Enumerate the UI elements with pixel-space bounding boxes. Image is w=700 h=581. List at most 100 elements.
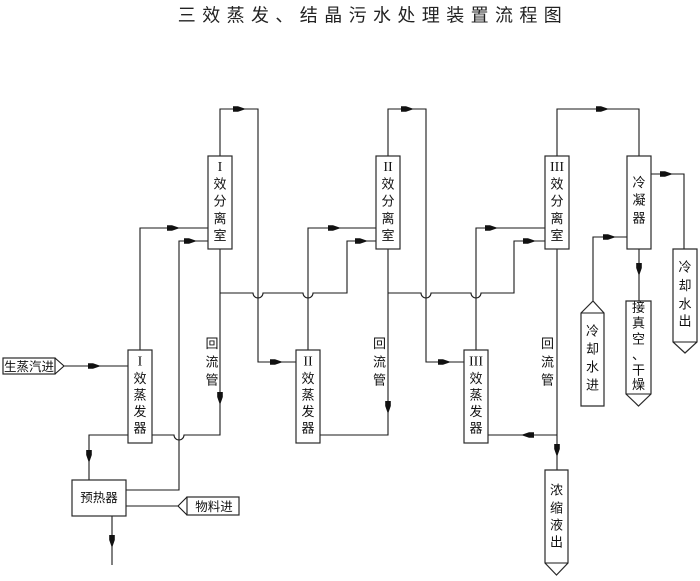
cooling-water-inlet-label-line: 却 <box>586 343 599 358</box>
concentrate-outlet-label-line: 出 <box>550 536 563 551</box>
concentrate-outlet-label-line: 浓 <box>550 484 563 499</box>
separator-label-line: 效 <box>550 178 563 193</box>
feed-inlet-box <box>186 496 240 516</box>
reflux-label-line: 流 <box>373 356 386 371</box>
flow-arrow-icon <box>109 535 115 548</box>
preheater: 预热器 <box>71 479 127 517</box>
flow-arrow-icon <box>385 401 391 414</box>
separator-3: III 效 分 离 室 <box>544 155 570 250</box>
flow-arrow-icon <box>438 359 451 365</box>
separator-label-line: 效 <box>213 178 226 193</box>
pipe-reflux-1-to-separator-2 <box>220 240 376 299</box>
separator-label-line: 离 <box>550 211 563 227</box>
reflux-label-line: 回 <box>541 337 554 352</box>
flow-arrow-icon <box>270 359 283 365</box>
concentrate-outlet-label-line: 缩 <box>550 501 563 517</box>
separator-label-line: 效 <box>381 178 394 193</box>
separator-label-line: III <box>550 160 564 175</box>
evaporator-label-line: 发 <box>301 404 314 420</box>
pipe-evaporator-1-to-separator-1 <box>139 227 208 350</box>
separator-3-box <box>544 155 570 250</box>
condenser: 冷 凝 器 <box>626 155 652 250</box>
inlet-pointer-icon <box>54 357 65 375</box>
separator-1: I 效 分 离 室 <box>207 155 233 250</box>
flow-arrow-icon <box>328 225 341 231</box>
flow-arrow-icon <box>636 263 642 276</box>
flow-arrow-icon <box>596 106 609 112</box>
separator-label-line: II <box>383 160 393 175</box>
live-steam-inlet-box <box>2 357 56 375</box>
evaporator-label-line: 效 <box>469 372 482 387</box>
cooling-water-inlet-label-line: 冷 <box>586 325 599 340</box>
evaporator-label-line: II <box>303 355 313 370</box>
cooling-water-outlet: 冷 却 水 出 <box>672 248 698 354</box>
reflux-label-line: 管 <box>205 374 218 389</box>
vacuum-drying-label-line: 干 <box>632 364 645 379</box>
evaporator-1-box <box>127 349 153 444</box>
separator-label-line: 分 <box>381 195 394 210</box>
condenser-label-line: 器 <box>632 212 645 227</box>
condenser-box <box>626 155 652 250</box>
separator-label-line: 分 <box>550 195 563 210</box>
preheater-label: 预热器 <box>80 490 118 505</box>
cooling-water-inlet: 冷 却 水 进 <box>580 300 605 407</box>
flow-arrow-icon <box>86 450 92 463</box>
flow-arrow-icon <box>355 238 368 244</box>
evaporator-label-line: 蒸 <box>301 389 314 404</box>
flow-arrow-icon <box>88 363 101 369</box>
vacuum-drying-label-line: 接 <box>632 300 645 316</box>
flow-arrow-icon <box>184 238 197 244</box>
vacuum-drying-label-line: 、 <box>632 349 645 364</box>
reflux-pipe-3-label: 回 流 管 <box>541 337 554 389</box>
evaporator-3: III 效 蒸 发 器 <box>463 349 489 444</box>
pipe-reflux-2-to-separator-3 <box>388 240 545 299</box>
reflux-label-line: 流 <box>541 356 554 371</box>
vacuum-drying-label-line: 真 <box>632 317 645 332</box>
evaporator-2: II 效 蒸 发 器 <box>295 349 321 444</box>
evaporator-label-line: 效 <box>133 372 146 387</box>
cooling-water-inlet-box <box>580 300 605 407</box>
feed-inlet: 物料进 <box>177 496 240 516</box>
reflux-pipe-1 <box>152 249 221 441</box>
cooling-water-outlet-label-line: 水 <box>678 298 691 313</box>
diagram-title: 三效蒸发、结晶污水处理装置流程图 <box>178 6 568 27</box>
reflux-pipe-2 <box>320 249 389 436</box>
condenser-label-line: 凝 <box>632 193 645 209</box>
evaporator-label-line: I <box>138 355 143 370</box>
evaporator-1: I 效 蒸 发 器 <box>127 349 153 444</box>
vacuum-drying-label-line: 空 <box>632 333 645 348</box>
separator-label-line: 离 <box>381 211 394 227</box>
concentrate-outlet: 浓 缩 液 出 <box>544 469 569 576</box>
evaporator-label-line: 效 <box>301 372 314 387</box>
separator-label-line: 室 <box>381 228 394 244</box>
cooling-water-outlet-label-line: 冷 <box>678 261 691 276</box>
vacuum-drying-label-line: 燥 <box>632 378 645 393</box>
pipe-evaporator-3-to-separator-3 <box>475 227 545 350</box>
evaporator-label-line: 发 <box>133 404 146 420</box>
reflux-pipe-1-label: 回 流 管 <box>205 337 218 389</box>
reflux-pipe-2-label: 回 流 管 <box>373 337 386 389</box>
evaporator-label-line: 蒸 <box>469 389 482 404</box>
cooling-water-inlet-label-line: 水 <box>586 361 599 376</box>
evaporator-3-box <box>463 349 489 444</box>
pipe-evaporator-2-to-separator-2 <box>307 227 376 350</box>
reflux-label-line: 管 <box>373 374 386 389</box>
pipes <box>64 108 685 565</box>
reflux-label-line: 回 <box>205 337 218 352</box>
pipe-separator-3-vapor-to-condenser <box>556 108 640 156</box>
evaporator-label-line: 器 <box>469 422 482 437</box>
pipe-evaporator-1-condensate-to-preheater <box>88 434 128 480</box>
reflux-label-line: 回 <box>373 337 386 352</box>
cooling-water-inlet-label-line: 进 <box>586 379 599 394</box>
flow-arrow-icon <box>660 171 673 177</box>
separator-label-line: 分 <box>213 195 226 210</box>
evaporator-label-line: 蒸 <box>133 389 146 404</box>
separator-label-line: 室 <box>550 228 563 244</box>
flow-arrow-icon <box>603 234 616 240</box>
vacuum-drying-outlet-box <box>625 300 652 407</box>
pipe-cooling-water-in-to-condenser <box>592 236 627 301</box>
reflux-label-line: 流 <box>205 356 218 371</box>
flow-arrow-icon <box>521 432 534 438</box>
cooling-water-outlet-label-line: 却 <box>678 279 691 294</box>
